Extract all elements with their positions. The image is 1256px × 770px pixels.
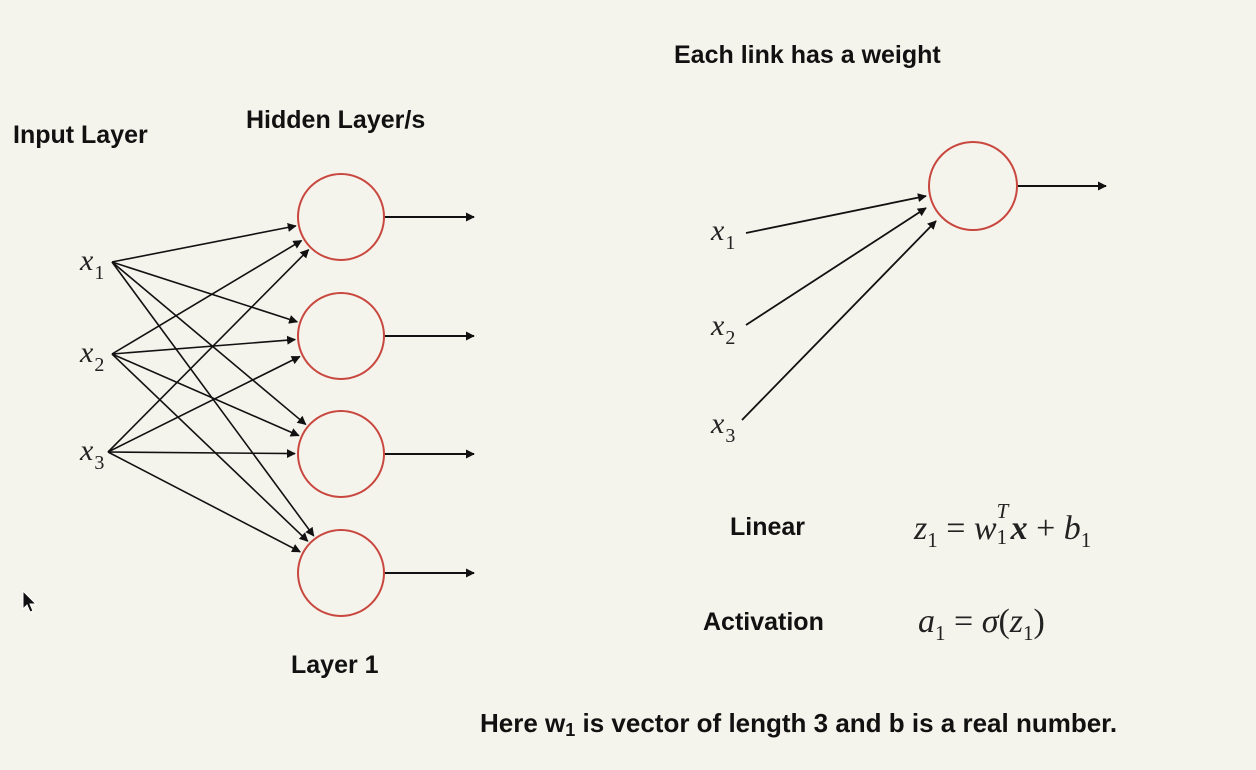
hidden-neuron-3 [297,410,385,498]
edge-x3-to-h4 [107,451,301,553]
edge-x2-to-neuron [745,207,927,326]
network-edges [107,181,1107,578]
edge-x3-to-h3 [107,449,296,459]
hidden-layer-label: Hidden Layer/s [246,106,426,134]
hidden-neuron-2 [297,292,385,380]
input-x2-left: x2 [79,336,104,376]
edge-x2-to-h1 [111,239,303,355]
input-x3-left: x3 [79,434,104,474]
edge-x1-to-neuron [745,193,927,234]
input-x1-left: x1 [79,244,104,284]
input-layer-label: Input Layer [13,121,148,149]
activation-label: Activation [703,608,824,636]
edge-x3-to-h1 [107,249,310,453]
mouse-cursor-icon [22,590,38,613]
network-neurons [297,141,1018,617]
linear-label: Linear [730,513,806,541]
input-x1-right: x1 [710,214,735,254]
activation-equation: a1 = σ(z1) [918,603,1045,645]
edge-x2-to-h3 [111,353,300,437]
hidden-neuron-1 [297,173,385,261]
edge-x3-to-h2 [107,355,301,453]
input-nodes-right: x1 x2 x3 [710,214,735,447]
input-x3-right: x3 [710,407,735,447]
edge-x2-to-h2 [111,335,297,355]
input-nodes-left: x1 x2 x3 [79,244,104,474]
layer1-label: Layer 1 [291,651,379,679]
edge-x1-to-h2 [111,261,299,324]
single-neuron [928,141,1018,231]
edge-x2-to-h4 [111,353,309,542]
edge-x1-to-h3 [111,261,307,426]
input-x2-right: x2 [710,309,735,349]
each-link-label: Each link has a weight [674,41,941,69]
hidden-neuron-4 [297,529,385,617]
edge-x1-to-h1 [111,223,297,263]
footer-note: Here w1 is vector of length 3 and b is a… [480,708,1118,740]
edge-x3-to-neuron [741,220,937,421]
